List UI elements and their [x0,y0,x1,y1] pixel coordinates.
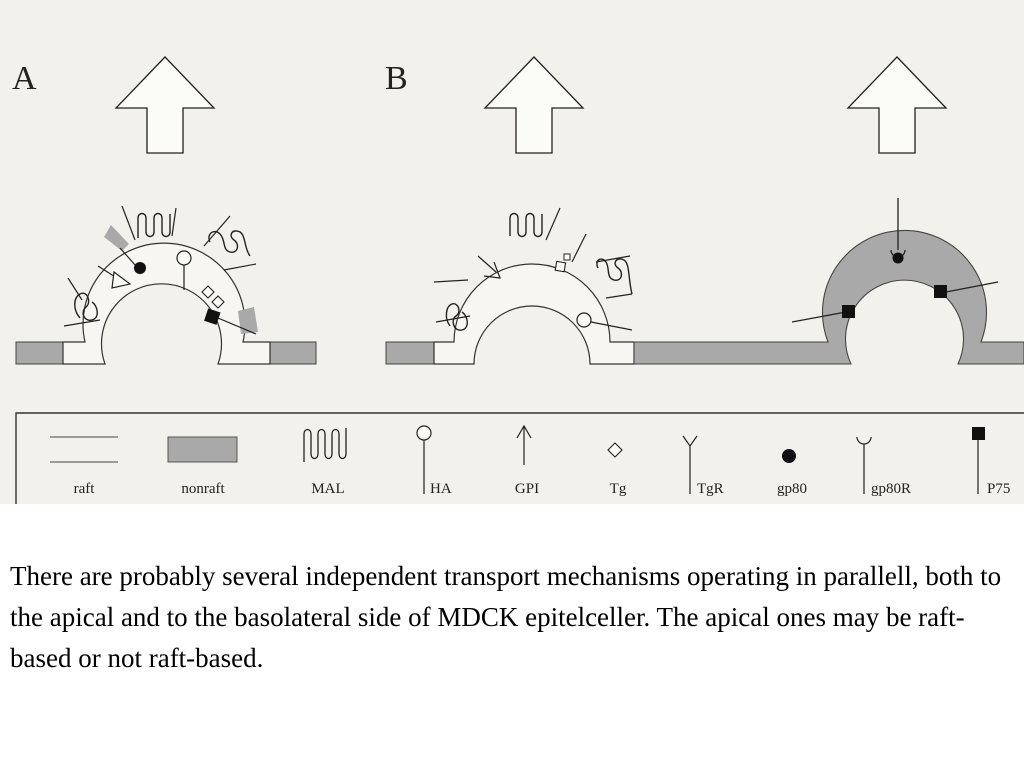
gpi-anchor-stem [477,255,497,273]
legend-label-gp80: gp80 [777,481,807,497]
transmembrane-segment [605,293,633,299]
tgr-receptor-stem [119,247,137,267]
mal-protein-icon [445,303,468,331]
legend-label-gp80r: gp80R [871,481,911,497]
legend-label-p75: P75 [987,481,1010,497]
legend-label-gpi: GPI [515,481,539,497]
transport-diagram: A B [0,0,1024,504]
gp80-protein-icon [134,262,146,274]
gpi-protein-icon [483,261,501,279]
gpi-protein-icon [111,270,132,289]
transmembrane-segment [545,207,561,241]
legend-label-nonraft: nonraft [181,481,225,497]
mal-protein-icon [509,212,543,238]
legend-label-raft: raft [74,481,96,497]
apical-arrow-icon [846,56,948,154]
transmembrane-segment [203,215,231,247]
transmembrane-segment [595,255,631,263]
tg-protein-icon [201,285,215,299]
panel-b-nonraft-vesicle [633,198,1024,365]
legend-ha-icon [416,425,432,441]
p75-protein-stem [217,317,257,335]
p75-protein-stem [945,281,999,293]
diagram-figure: A B [0,0,1024,504]
tg-protein-icon [563,253,571,261]
legend-p75-icon [972,427,985,440]
panel-letter-b: B [385,60,408,97]
legend-label-mal: MAL [311,481,344,497]
nonraft-patch [104,225,129,251]
tg-protein-icon [554,260,567,273]
legend-mal-icon [303,428,347,462]
mal-protein-icon [208,230,251,257]
legend-label-tg: Tg [610,481,627,497]
transmembrane-segment [67,277,83,301]
legend-frame [15,412,1024,504]
legend-nonraft-swatch [167,436,238,463]
gp80-protein-icon [892,252,904,264]
legend-label-tgr: TgR [697,481,724,497]
transmembrane-segment [63,319,101,327]
legend-tg-icon [607,442,623,458]
legend-box: raft nonraft MAL HA GPI Tg TgR gp80 gp80… [15,412,1024,504]
nonraft-membrane [15,341,64,365]
mal-protein-icon [137,212,171,238]
legend-label-ha: HA [430,481,452,497]
slide-caption: There are probably several independent t… [10,561,1002,673]
transmembrane-segment [433,279,469,283]
transmembrane-segment [121,205,136,241]
transmembrane-segment [571,233,587,263]
apical-arrow-icon [114,56,216,154]
p75-protein-icon [934,285,947,298]
raft-vesicle-membrane [433,263,635,365]
ha-protein-stem [590,321,633,331]
transmembrane-segment [171,207,177,237]
panel-letter-a: A [12,60,37,97]
ha-protein-icon [176,250,192,266]
panel-a-vesicle [15,205,317,365]
apical-arrow-icon [483,56,585,154]
nonraft-membrane [385,341,435,365]
ha-protein-icon [576,312,592,328]
transmembrane-segment [223,263,257,271]
transmembrane-segment [435,315,471,323]
mal-protein-icon [74,292,98,321]
nonraft-vesicle-membrane [633,230,1024,365]
p75-protein-icon [842,305,855,318]
panel-b-raft-vesicle [385,207,635,365]
p75-protein-stem [791,311,847,323]
legend-gp80-icon [782,449,796,463]
tg-protein-icon [211,295,225,309]
p75-protein-icon [204,308,221,325]
nonraft-membrane [269,341,317,365]
nonraft-patch [238,307,258,334]
